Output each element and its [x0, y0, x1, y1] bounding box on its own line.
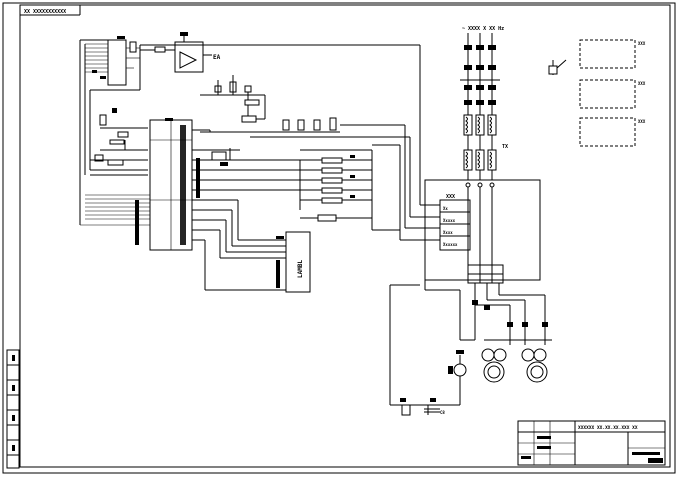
controller-block [424, 179, 541, 281]
controller-output-terminals [467, 187, 504, 284]
input-network-left [90, 108, 148, 176]
crystal-network [211, 148, 240, 166]
title-block [517, 420, 666, 466]
controller-wires [250, 124, 440, 241]
motor-2 [521, 348, 548, 383]
header-label: XX XXXXXXXXXXX [24, 9, 66, 15]
capacitor-label: C8 [440, 410, 445, 415]
controller-terminal-strip [439, 199, 471, 251]
display-module: LAMBL [204, 200, 311, 293]
display-module-label: LAMBL [297, 260, 304, 278]
reference-boxes [579, 39, 636, 147]
reference-box-label-2: XXX [638, 81, 646, 86]
reference-box-label-3: XXX [638, 119, 646, 124]
opamp-block: EA [140, 32, 221, 73]
transformer-bank [463, 149, 497, 188]
controller-terminal-2: Xxxxx [443, 218, 456, 223]
title-block-text: XXXXXX XX.XX.XX.XXX XX [578, 425, 638, 431]
controller-terminal-dividers [440, 211, 470, 237]
controller-terminal-1: Xx [443, 206, 448, 211]
microcontroller [149, 118, 193, 251]
resistor-row [200, 117, 340, 133]
margin-strip [6, 349, 20, 469]
reference-box-label-1: XXX [638, 41, 646, 46]
sensor-top-right [548, 59, 567, 75]
inner-frame [19, 4, 671, 468]
controller-terminal-3: Xxxx [443, 230, 453, 235]
inductor-bank [463, 114, 497, 136]
mcu-right-pins [180, 125, 300, 245]
chip-u1 [85, 36, 140, 86]
motor-wiring [472, 283, 552, 345]
controller-terminal-4: Xxxxxx [443, 242, 458, 247]
transformer-label: TX [502, 144, 508, 150]
motor-1 [481, 348, 507, 383]
opamp-label: EA [213, 54, 221, 61]
resistor-network-top [200, 75, 266, 123]
outer-border [2, 2, 676, 474]
mcu-left-pins [80, 194, 150, 245]
controller-label: XXX [446, 194, 455, 200]
margin-strip-marks [7, 355, 19, 456]
supply-voltage-label: ~ XXXX X XX Hz [462, 26, 504, 32]
diode-bank [299, 149, 373, 230]
feedback-loop [389, 280, 461, 416]
rectifier-motor-left [448, 339, 475, 398]
